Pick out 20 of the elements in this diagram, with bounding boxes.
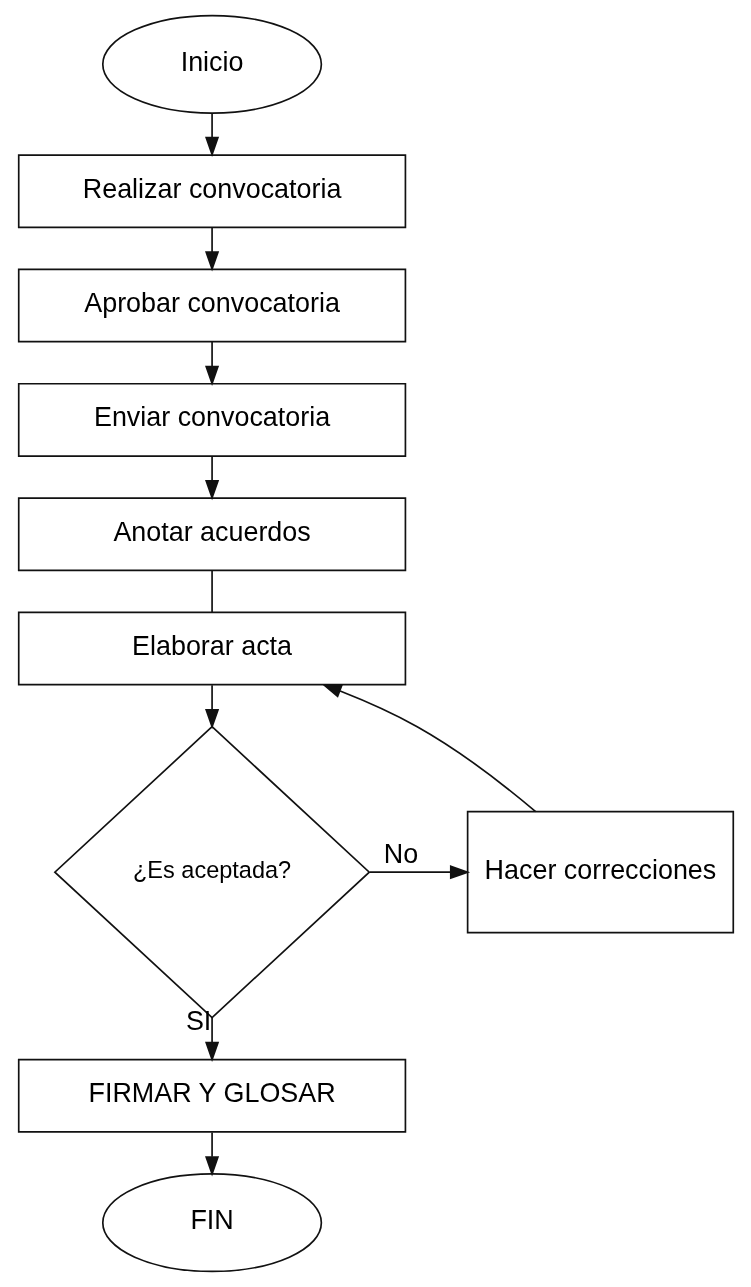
arrow [204, 340, 219, 386]
node-box: Aprobar convocatoria [17, 268, 406, 343]
node-box: FIRMAR Y GLOSAR [17, 1058, 406, 1133]
arrow [368, 865, 470, 880]
edge-label: No [383, 839, 418, 870]
node-box: Realizar convocatoria [17, 154, 406, 229]
arrow [204, 455, 219, 501]
connector [210, 569, 213, 613]
arrow [204, 1131, 219, 1177]
arrow [321, 683, 536, 813]
arrow [204, 226, 219, 272]
arrow [204, 112, 219, 157]
arrow [204, 684, 219, 730]
node-ellipse: FIN [101, 1173, 322, 1273]
node-ellipse: Inicio [101, 14, 322, 114]
arrow [204, 1016, 219, 1062]
node-box: Anotar acuerdos [17, 497, 406, 572]
node-box: Hacer correcciones [466, 810, 734, 934]
node-box: Elaborar acta [17, 611, 406, 686]
node-box: Enviar convocatoria [17, 382, 406, 457]
